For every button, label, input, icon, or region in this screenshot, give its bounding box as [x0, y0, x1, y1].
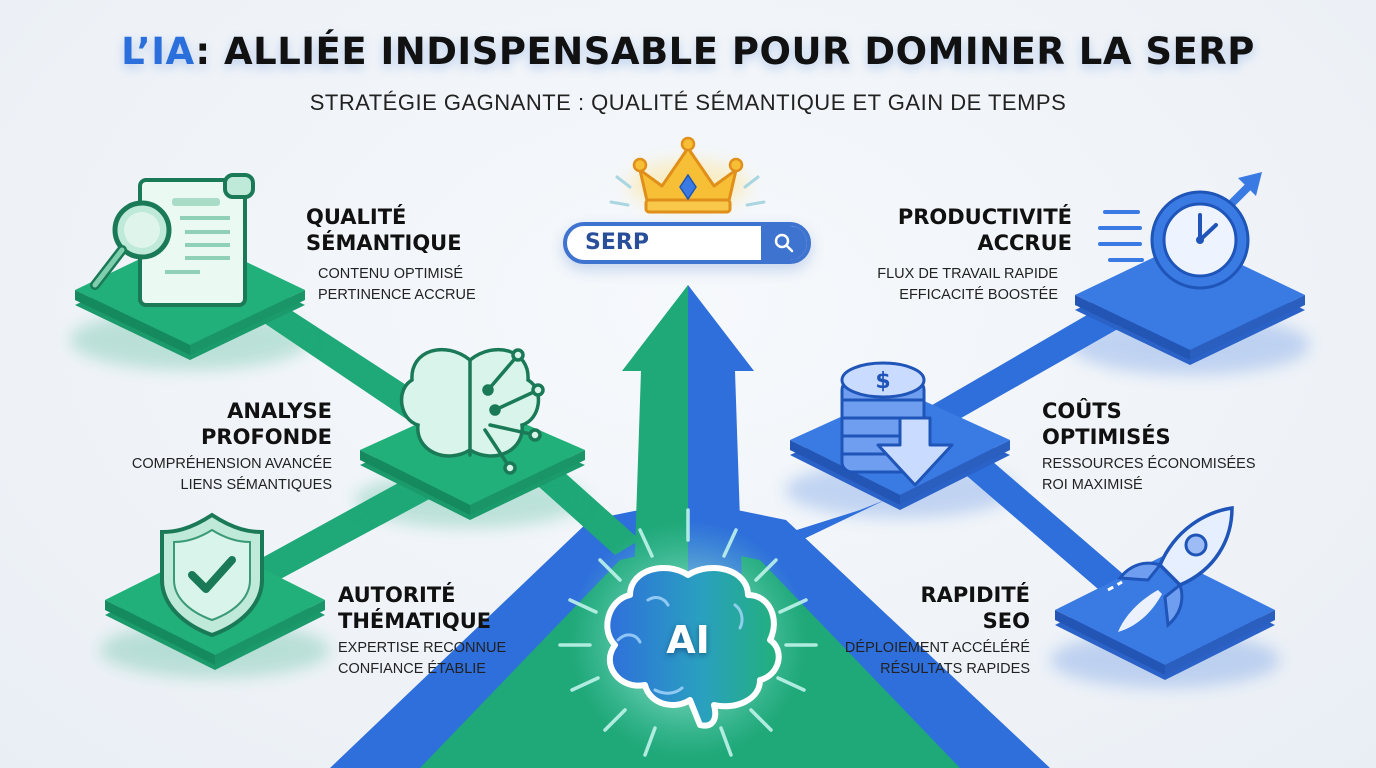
- title-rest: : ALLIÉE INDISPENSABLE POUR DOMINER LA S…: [195, 30, 1255, 73]
- title-accent: L’IA: [121, 30, 196, 73]
- svg-text:$: $: [875, 369, 890, 394]
- crown-icon: [609, 136, 766, 214]
- platform-rapidite: [1050, 555, 1280, 688]
- document-magnifier-icon: [90, 173, 255, 307]
- shield-check-icon: [160, 512, 264, 638]
- page-title: L’IA: ALLIÉE INDISPENSABLE POUR DOMINER …: [0, 30, 1376, 73]
- serp-search-bar: SERP: [563, 222, 811, 264]
- ai-core-label: AI: [666, 618, 710, 662]
- clock-arrow-icon: [1098, 172, 1262, 290]
- brain-network-icon: [399, 348, 545, 475]
- rocket-icon: [1107, 505, 1234, 632]
- serp-search-text: SERP: [585, 230, 649, 255]
- page-subtitle: STRATÉGIE GAGNANTE : QUALITÉ SÉMANTIQUE …: [309, 90, 1067, 115]
- platform-productivite: [1070, 240, 1310, 375]
- coins-down-icon: $: [840, 361, 954, 487]
- ai-brain-icon: [604, 564, 782, 729]
- search-icon: [761, 226, 807, 260]
